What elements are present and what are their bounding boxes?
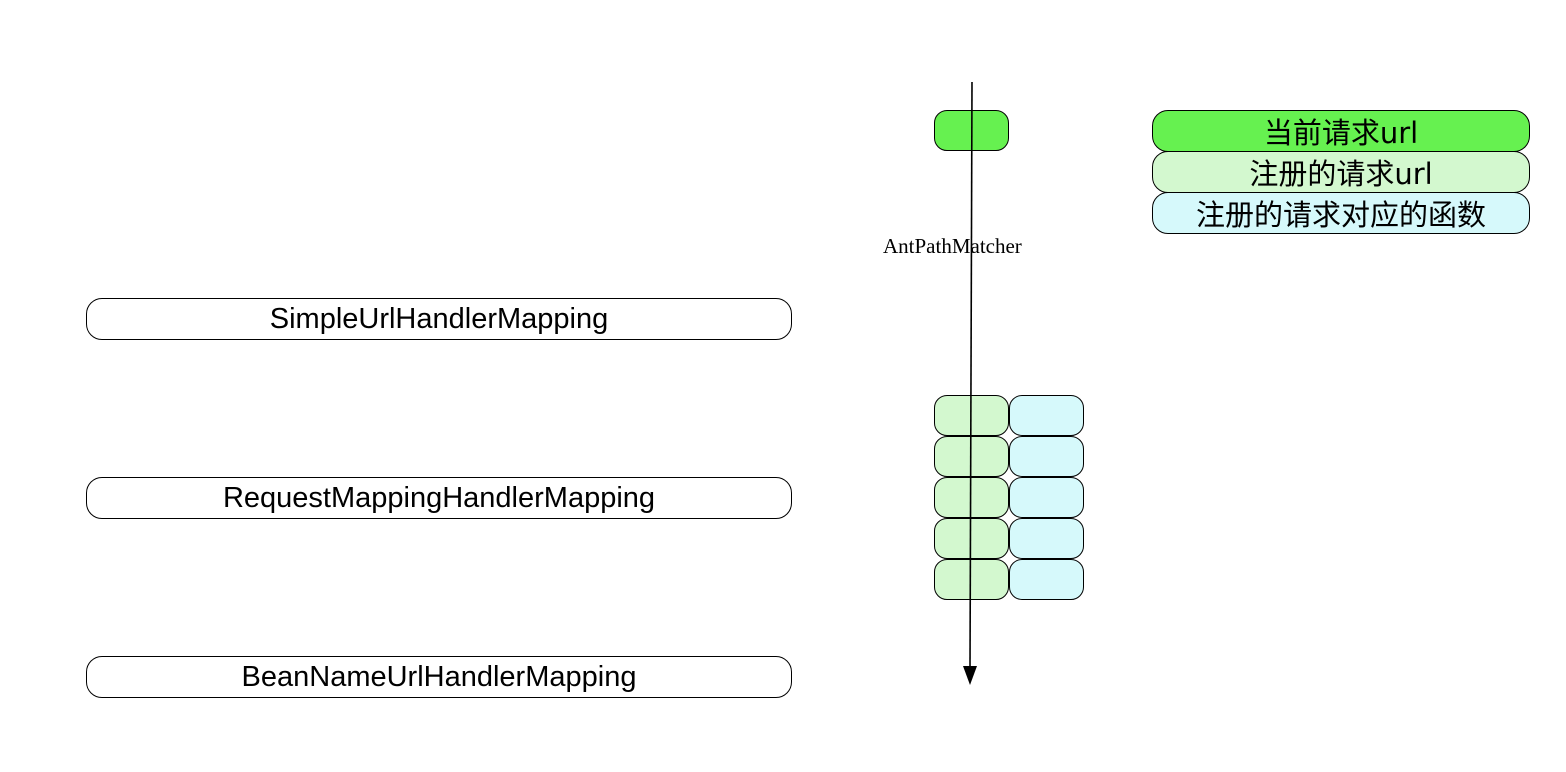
request-mapping-handler-mapping-box: RequestMappingHandlerMapping bbox=[86, 477, 792, 519]
registered-url-cell bbox=[934, 559, 1009, 600]
arrow-head bbox=[963, 666, 977, 685]
handler-function-cell bbox=[1009, 559, 1084, 600]
registered-url-cell bbox=[934, 395, 1009, 436]
current-url-block bbox=[934, 110, 1009, 151]
handler-function-cell bbox=[1009, 395, 1084, 436]
legend-current-url: 当前请求url bbox=[1152, 110, 1530, 152]
handler-function-cell bbox=[1009, 436, 1084, 477]
legend-registered-url: 注册的请求url bbox=[1152, 151, 1530, 193]
registered-url-cell bbox=[934, 477, 1009, 518]
handler-function-cell bbox=[1009, 477, 1084, 518]
ant-path-matcher-label: AntPathMatcher bbox=[883, 234, 1022, 258]
legend-handler-function: 注册的请求对应的函数 bbox=[1152, 192, 1530, 234]
simple-url-handler-mapping-box: SimpleUrlHandlerMapping bbox=[86, 298, 792, 340]
registered-url-cell bbox=[934, 436, 1009, 477]
handler-function-cell bbox=[1009, 518, 1084, 559]
registered-url-cell bbox=[934, 518, 1009, 559]
bean-name-url-handler-mapping-box: BeanNameUrlHandlerMapping bbox=[86, 656, 792, 698]
